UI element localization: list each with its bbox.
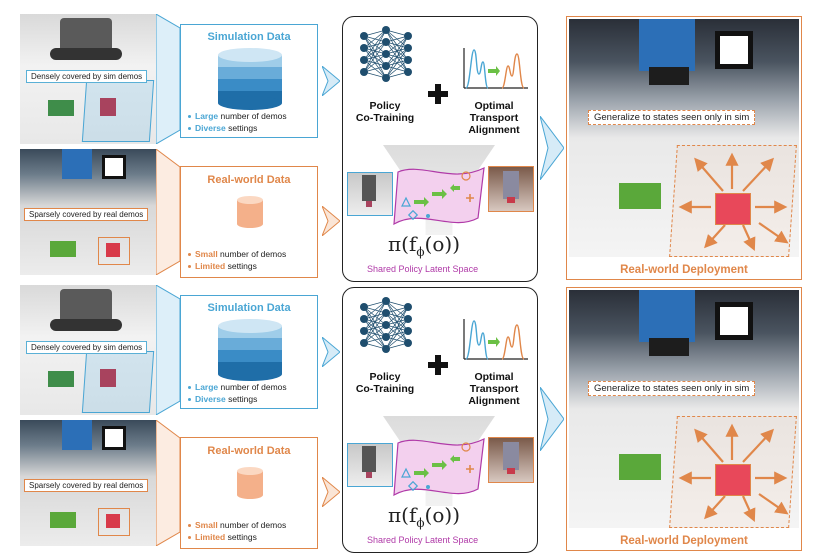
chevron-arrow-icon (322, 477, 340, 507)
real-data-title: Real-world Data (207, 174, 291, 186)
sim-data-title: Simulation Data (207, 31, 291, 43)
training-box (342, 16, 538, 282)
sim-coverage-label: Densely covered by sim demos (26, 341, 148, 354)
sim-data-box (180, 24, 318, 138)
real-data-box (180, 166, 318, 278)
real-bullet-1: Small number of demos (188, 520, 286, 530)
sim-data-box (180, 295, 318, 409)
green-block (48, 371, 74, 387)
chevron-arrow-icon (540, 387, 564, 451)
real-bullet-2: Limited settings (188, 261, 257, 271)
generalize-label: Generalize to states seen only in sim (588, 110, 756, 125)
red-block (100, 98, 116, 116)
latent-space-label: Shared Policy Latent Space (367, 264, 479, 274)
sim-data-title: Simulation Data (207, 302, 291, 314)
real-wedge (156, 420, 180, 546)
deploy-title: Real-world Deployment (620, 264, 748, 276)
green-block (50, 241, 76, 257)
sim-coverage-label: Densely covered by sim demos (26, 70, 148, 83)
red-block (715, 464, 751, 496)
sim-thumb (347, 443, 393, 487)
distribution-icon (463, 319, 528, 360)
spread-arrows (678, 423, 789, 523)
aruco-marker (715, 31, 753, 69)
robot-gripper (649, 338, 689, 356)
deploy-title: Real-world Deployment (620, 535, 748, 547)
robot-arm (639, 19, 695, 71)
ot-alignment-label: Optimal Transport Alignment (468, 371, 520, 407)
deploy-photo (569, 290, 799, 528)
sim-region (81, 351, 155, 413)
sim-thumb (347, 172, 393, 216)
aruco-marker (715, 302, 753, 340)
neural-network-icon (360, 26, 412, 82)
latent-manifold (393, 166, 485, 226)
real-bullet-2: Limited settings (188, 532, 257, 542)
green-block (619, 183, 661, 209)
green-block (48, 100, 74, 116)
policy-formula: π(fϕ(o)) (388, 232, 460, 259)
chevron-arrow-icon (322, 66, 340, 96)
robot-arm (62, 420, 92, 450)
training-box (342, 287, 538, 553)
latent-space-label: Shared Policy Latent Space (367, 535, 479, 545)
panel-1: Densely covered by sim demos Sparsely co… (0, 285, 820, 555)
plus-icon (428, 84, 448, 104)
real-coverage-label: Sparsely covered by real demos (24, 208, 149, 221)
spread-arrows (678, 152, 789, 252)
sim-bullet-1: Large number of demos (188, 111, 287, 121)
chevron-arrow-icon (322, 206, 340, 236)
real-thumb (488, 166, 534, 212)
real-region (98, 237, 130, 265)
red-block (715, 193, 751, 225)
robot-arm (639, 290, 695, 342)
real-data-title: Real-world Data (207, 445, 291, 457)
sim-bullet-1: Large number of demos (188, 382, 287, 392)
robot-gripper (60, 18, 112, 52)
robot-gripper (60, 289, 112, 323)
neural-network-icon (360, 297, 412, 353)
policy-formula: π(fϕ(o)) (388, 503, 460, 530)
sim-bullet-2: Diverse settings (188, 123, 257, 133)
sim-bullet-2: Diverse settings (188, 394, 257, 404)
real-thumb (488, 437, 534, 483)
deploy-box (566, 287, 802, 551)
chevron-arrow-icon (322, 337, 340, 367)
panel-0: Densely covered by sim demos Sparsely co… (0, 14, 820, 284)
cylinder-icon (237, 467, 263, 499)
robot-gripper (649, 67, 689, 85)
ot-alignment-label: Optimal Transport Alignment (468, 100, 520, 136)
sim-wedge (156, 14, 180, 144)
deploy-photo (569, 19, 799, 257)
distribution-icon (463, 48, 528, 89)
real-bullet-1: Small number of demos (188, 249, 286, 259)
aruco-marker (102, 426, 126, 450)
robot-base (50, 319, 122, 331)
chevron-arrow-icon (540, 116, 564, 180)
red-block (106, 243, 120, 257)
green-block (50, 512, 76, 528)
latent-manifold (393, 437, 485, 497)
robot-arm (62, 149, 92, 179)
policy-cotraining-label: Policy Co-Training (355, 371, 415, 395)
robot-base (50, 48, 122, 60)
policy-cotraining-label: Policy Co-Training (355, 100, 415, 124)
real-wedge (156, 149, 180, 275)
red-block (106, 514, 120, 528)
database-icon (218, 319, 282, 381)
real-coverage-label: Sparsely covered by real demos (24, 479, 149, 492)
plus-icon (428, 355, 448, 375)
sim-wedge (156, 285, 180, 415)
generalize-label: Generalize to states seen only in sim (588, 381, 756, 396)
database-icon (218, 48, 282, 110)
sim-region (81, 80, 155, 142)
real-region (98, 508, 130, 536)
deploy-box (566, 16, 802, 280)
cylinder-icon (237, 196, 263, 228)
real-data-box (180, 437, 318, 549)
aruco-marker (102, 155, 126, 179)
red-block (100, 369, 116, 387)
green-block (619, 454, 661, 480)
